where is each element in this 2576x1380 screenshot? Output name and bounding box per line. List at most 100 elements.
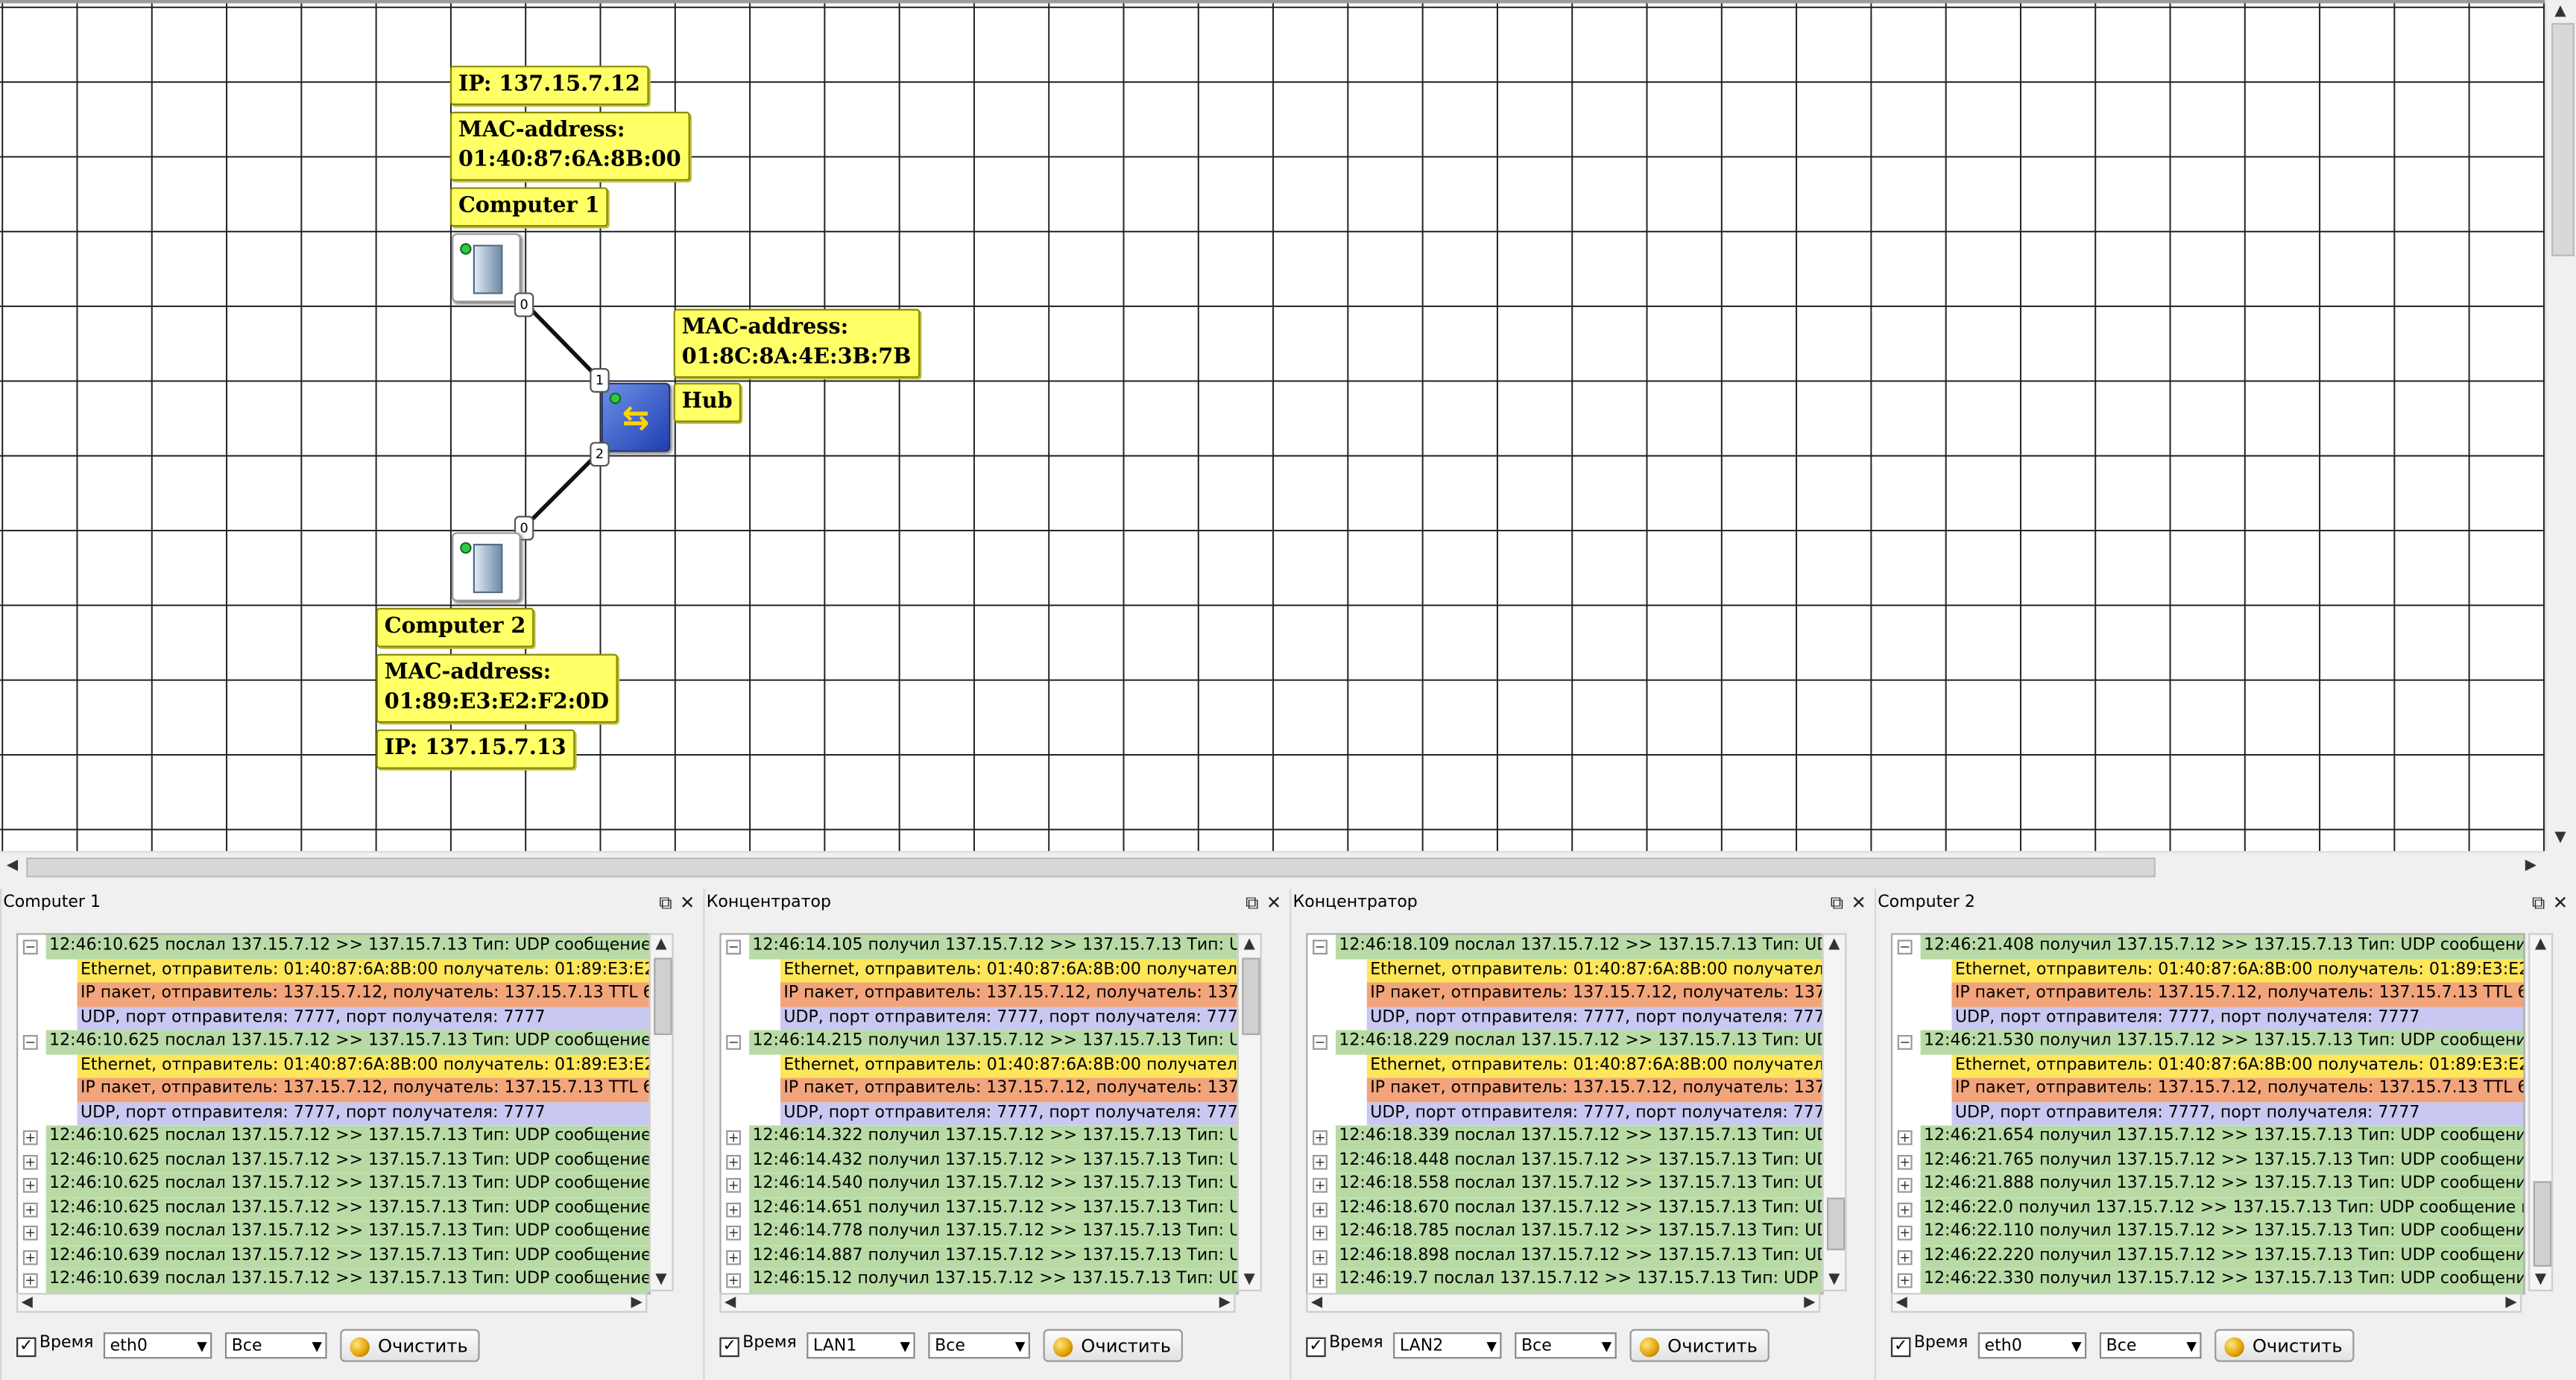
scroll-up-icon[interactable]: ▲	[2534, 936, 2547, 953]
expand-icon[interactable]: +	[726, 1225, 742, 1241]
packet-tree-row[interactable]: +12:46:14.432 получил 137.15.7.12 >> 137…	[722, 1149, 1237, 1174]
packet-tree-row[interactable]: +12:46:21.654 получил 137.15.7.12 >> 137…	[1892, 1125, 2524, 1150]
packet-tree-row[interactable]: Ethernet, отправитель: 01:40:87:6A:8B:00…	[722, 958, 1237, 983]
hub-port-1[interactable]: 1	[590, 367, 610, 393]
tree-vertical-scrollbar[interactable]: ▲ ▼	[648, 933, 674, 1291]
packet-tree-row[interactable]: +12:46:10.625 послал 137.15.7.12 >> 137.…	[18, 1149, 649, 1174]
packet-tree-row[interactable]: −12:46:18.229 послал 137.15.7.12 >> 137.…	[1307, 1030, 1822, 1054]
packet-tree-row[interactable]: +12:46:10.639 послал 137.15.7.12 >> 137.…	[18, 1221, 649, 1245]
computer2-node[interactable]	[452, 532, 521, 601]
packet-tree-row[interactable]: Ethernet, отправитель: 01:40:87:6A:8B:00…	[18, 958, 649, 983]
tree-vscroll-thumb[interactable]	[2533, 1181, 2551, 1267]
canvas-vscroll-thumb[interactable]	[2551, 22, 2575, 256]
expand-icon[interactable]: +	[1313, 1225, 1328, 1241]
packet-tree-row[interactable]: IP пакет, отправитель: 137.15.7.12, полу…	[1892, 982, 2524, 1007]
expand-icon[interactable]: +	[22, 1201, 38, 1217]
close-icon[interactable]: ✕	[1851, 892, 1866, 914]
expand-icon[interactable]: +	[726, 1153, 742, 1169]
time-checkbox[interactable]: ✓	[1890, 1337, 1911, 1358]
tree-vertical-scrollbar[interactable]: ▲ ▼	[1822, 933, 1847, 1291]
scroll-down-icon[interactable]: ▼	[2534, 1271, 2547, 1288]
restore-icon[interactable]: ⧉	[1246, 892, 1259, 914]
expand-icon[interactable]: +	[1897, 1225, 1913, 1241]
expand-icon[interactable]: +	[1897, 1273, 1913, 1288]
hub-node[interactable]: ⇆	[601, 382, 671, 452]
packet-tree-row[interactable]: +12:46:18.785 послал 137.15.7.12 >> 137.…	[1307, 1221, 1822, 1245]
expand-icon[interactable]: +	[726, 1177, 742, 1193]
expand-icon[interactable]: +	[1313, 1273, 1328, 1288]
tree-vscroll-thumb[interactable]	[1242, 958, 1260, 1036]
expand-icon[interactable]: +	[22, 1130, 38, 1145]
clear-button[interactable]: Очистить	[340, 1329, 480, 1362]
expand-icon[interactable]: +	[1313, 1249, 1328, 1265]
scroll-up-icon[interactable]: ▲	[2554, 3, 2566, 20]
scroll-right-icon[interactable]: ▶	[1804, 1294, 1816, 1311]
packet-tree-row[interactable]: +12:46:10.625 послал 137.15.7.12 >> 137.…	[18, 1197, 649, 1221]
collapse-icon[interactable]: −	[726, 1035, 742, 1050]
tree-vertical-scrollbar[interactable]: ▲ ▼	[2528, 933, 2554, 1291]
expand-icon[interactable]: +	[726, 1273, 742, 1288]
tree-horizontal-scrollbar[interactable]: ◀ ▶	[1306, 1293, 1821, 1313]
packet-tree-row[interactable]: +12:46:18.898 послал 137.15.7.12 >> 137.…	[1307, 1244, 1822, 1269]
scroll-down-icon[interactable]: ▼	[1243, 1271, 1255, 1288]
hub-port-2[interactable]: 2	[590, 442, 610, 467]
scroll-down-icon[interactable]: ▼	[2554, 829, 2566, 846]
time-checkbox[interactable]: ✓	[719, 1337, 739, 1358]
packet-tree-row[interactable]: Ethernet, отправитель: 01:40:87:6A:8B:00…	[1892, 958, 2524, 983]
expand-icon[interactable]: +	[1897, 1249, 1913, 1265]
restore-icon[interactable]: ⧉	[1830, 892, 1843, 914]
scroll-left-icon[interactable]: ◀	[724, 1294, 736, 1311]
packet-tree-row[interactable]: UDP, порт отправителя: 7777, порт получа…	[1307, 1006, 1822, 1031]
interface-select[interactable]: LAN2▼	[1393, 1332, 1502, 1359]
packet-tree-row[interactable]: +12:46:14.651 получил 137.15.7.12 >> 137…	[722, 1197, 1237, 1221]
packet-tree-row[interactable]: UDP, порт отправителя: 7777, порт получа…	[1892, 1101, 2524, 1126]
packet-tree[interactable]: −12:46:10.625 послал 137.15.7.12 >> 137.…	[16, 933, 651, 1295]
tree-horizontal-scrollbar[interactable]: ◀ ▶	[1890, 1293, 2522, 1313]
packet-tree-row[interactable]: +12:46:22.330 получил 137.15.7.12 >> 137…	[1892, 1268, 2524, 1293]
network-canvas[interactable]: IP: 137.15.7.12 MAC-address: 01:40:87:6A…	[0, 0, 2545, 855]
collapse-icon[interactable]: −	[726, 940, 742, 955]
packet-tree-row[interactable]: +12:46:14.778 получил 137.15.7.12 >> 137…	[722, 1221, 1237, 1245]
scroll-right-icon[interactable]: ▶	[631, 1294, 643, 1311]
packet-tree-row[interactable]: −12:46:10.625 послал 137.15.7.12 >> 137.…	[18, 934, 649, 959]
packet-tree-row[interactable]: Ethernet, отправитель: 01:40:87:6A:8B:00…	[722, 1054, 1237, 1078]
scroll-up-icon[interactable]: ▲	[1828, 936, 1840, 953]
filter-select[interactable]: Все▼	[2099, 1332, 2202, 1359]
expand-icon[interactable]: +	[1313, 1130, 1328, 1145]
scroll-left-icon[interactable]: ◀	[21, 1294, 33, 1311]
packet-tree-row[interactable]: +12:46:18.558 послал 137.15.7.12 >> 137.…	[1307, 1173, 1822, 1197]
packet-tree-row[interactable]: IP пакет, отправитель: 137.15.7.12, полу…	[1892, 1077, 2524, 1102]
packet-tree-row[interactable]: Ethernet, отправитель: 01:40:87:6A:8B:00…	[1307, 958, 1822, 983]
packet-tree-row[interactable]: IP пакет, отправитель: 137.15.7.12, полу…	[18, 1077, 649, 1102]
packet-tree-row[interactable]: Ethernet, отправитель: 01:40:87:6A:8B:00…	[1892, 1054, 2524, 1078]
time-checkbox[interactable]: ✓	[1306, 1337, 1326, 1358]
packet-tree-row[interactable]: −12:46:14.215 получил 137.15.7.12 >> 137…	[722, 1030, 1237, 1054]
scroll-down-icon[interactable]: ▼	[1828, 1271, 1840, 1288]
collapse-icon[interactable]: −	[22, 1035, 38, 1050]
packet-tree-row[interactable]: +12:46:18.670 послал 137.15.7.12 >> 137.…	[1307, 1197, 1822, 1221]
packet-tree-row[interactable]: +12:46:15.12 получил 137.15.7.12 >> 137.…	[722, 1268, 1237, 1293]
restore-icon[interactable]: ⧉	[2531, 892, 2545, 914]
packet-tree-row[interactable]: IP пакет, отправитель: 137.15.7.12, полу…	[722, 1077, 1237, 1102]
packet-tree-row[interactable]: +12:46:19.7 послал 137.15.7.12 >> 137.15…	[1307, 1268, 1822, 1293]
filter-select[interactable]: Все▼	[1515, 1332, 1617, 1359]
packet-tree[interactable]: −12:46:21.408 получил 137.15.7.12 >> 137…	[1890, 933, 2525, 1295]
scroll-up-icon[interactable]: ▲	[1243, 936, 1255, 953]
packet-tree-row[interactable]: −12:46:18.109 послал 137.15.7.12 >> 137.…	[1307, 934, 1822, 959]
expand-icon[interactable]: +	[22, 1153, 38, 1169]
expand-icon[interactable]: +	[1897, 1153, 1913, 1169]
clear-button[interactable]: Очистить	[1043, 1329, 1183, 1362]
packet-tree-row[interactable]: UDP, порт отправителя: 7777, порт получа…	[722, 1101, 1237, 1126]
packet-tree-row[interactable]: +12:46:18.339 послал 137.15.7.12 >> 137.…	[1307, 1125, 1822, 1150]
expand-icon[interactable]: +	[22, 1273, 38, 1288]
canvas-hscroll-thumb[interactable]	[26, 857, 2156, 878]
packet-tree-row[interactable]: IP пакет, отправитель: 137.15.7.12, полу…	[1307, 1077, 1822, 1102]
collapse-icon[interactable]: −	[1897, 940, 1913, 955]
packet-tree-row[interactable]: +12:46:10.639 послал 137.15.7.12 >> 137.…	[18, 1244, 649, 1269]
packet-tree-row[interactable]: IP пакет, отправитель: 137.15.7.12, полу…	[722, 982, 1237, 1007]
packet-tree-row[interactable]: +12:46:21.765 получил 137.15.7.12 >> 137…	[1892, 1149, 2524, 1174]
canvas-horizontal-scrollbar[interactable]: ◀ ▶	[0, 851, 2545, 881]
packet-tree-row[interactable]: IP пакет, отправитель: 137.15.7.12, полу…	[18, 982, 649, 1007]
collapse-icon[interactable]: −	[1313, 940, 1328, 955]
expand-icon[interactable]: +	[22, 1177, 38, 1193]
